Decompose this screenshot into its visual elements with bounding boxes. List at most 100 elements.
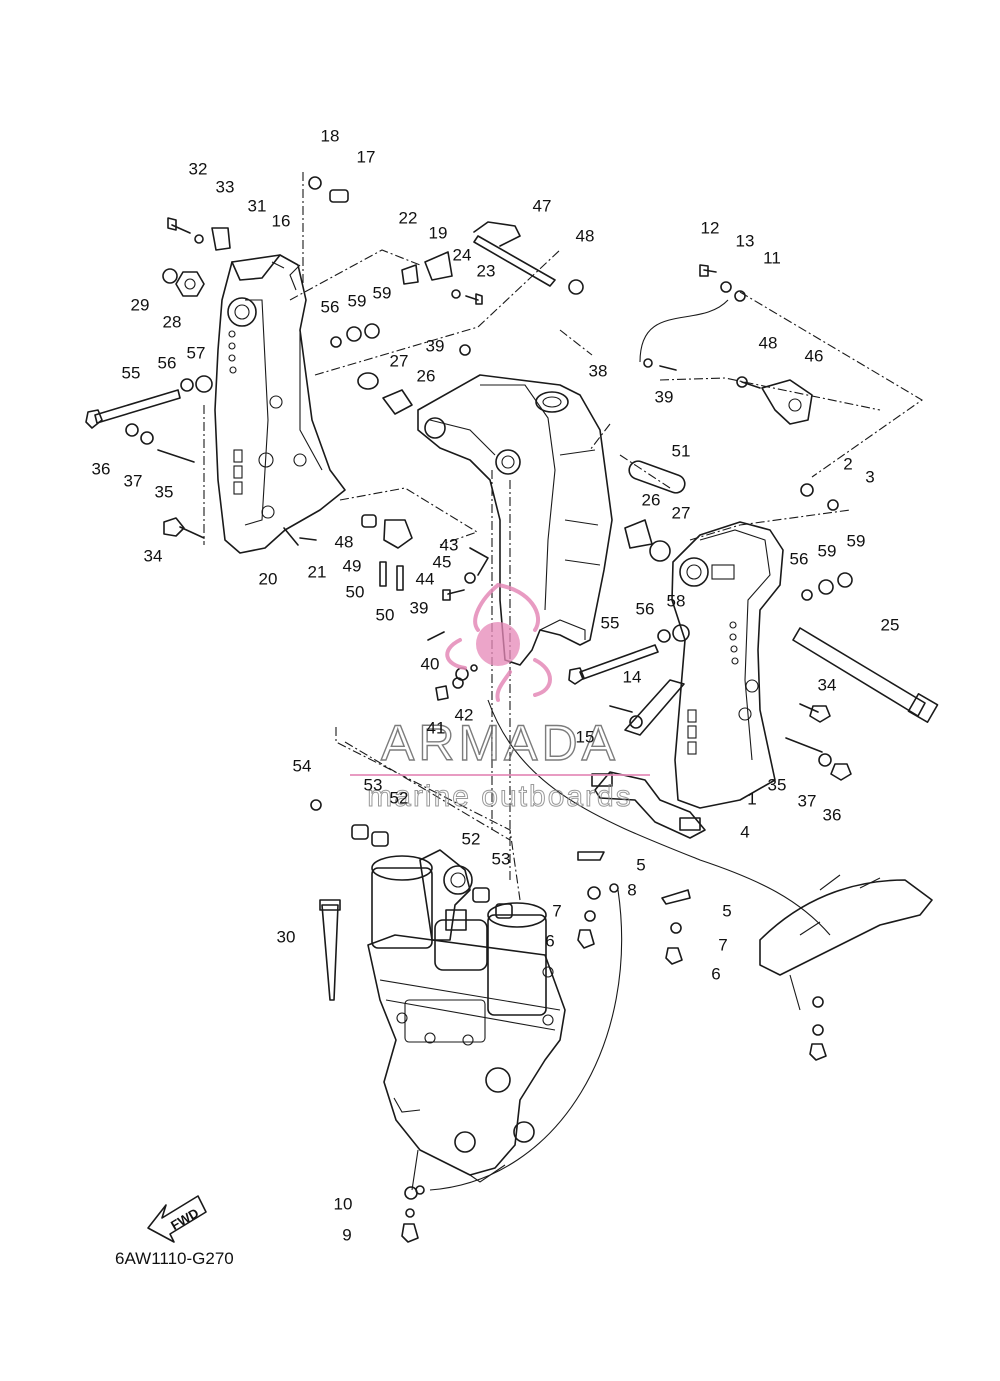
callout-31: 31 (248, 196, 267, 215)
shafts-and-rods (85, 221, 939, 1001)
callout-59: 59 (348, 291, 367, 310)
callout-34: 34 (144, 546, 163, 565)
callout-52: 52 (462, 829, 481, 848)
callout-38: 38 (589, 361, 608, 380)
callout-56: 56 (790, 549, 809, 568)
watermark-logo-mark (445, 583, 552, 702)
watermark: ARMADA marine outboards (350, 583, 650, 814)
callout-5: 5 (636, 855, 645, 874)
callout-13: 13 (736, 231, 755, 250)
callout-58: 58 (667, 591, 686, 610)
small-hardware (125, 176, 853, 1243)
callout-9: 9 (342, 1225, 351, 1244)
callout-37: 37 (798, 791, 817, 810)
callout-34: 34 (818, 675, 837, 694)
callout-10: 10 (334, 1194, 353, 1213)
wire-harness (411, 299, 831, 1191)
callout-56: 56 (158, 353, 177, 372)
callout-6: 6 (545, 931, 554, 950)
callout-24: 24 (453, 245, 472, 264)
right-clamp-bracket (671, 521, 784, 809)
callout-49: 49 (343, 556, 362, 575)
watermark-brand: ARMADA (381, 715, 619, 771)
callout-37: 37 (124, 471, 143, 490)
callout-57: 57 (187, 343, 206, 362)
callout-54: 54 (293, 756, 312, 775)
callout-3: 3 (865, 467, 874, 486)
callout-29: 29 (131, 295, 150, 314)
callout-53: 53 (364, 775, 383, 794)
callout-21: 21 (308, 562, 327, 581)
callout-59: 59 (818, 541, 837, 560)
callout-39: 39 (655, 387, 674, 406)
swivel-bracket (417, 374, 613, 666)
callout-59: 59 (847, 531, 866, 550)
callout-11: 11 (763, 248, 781, 267)
diagram-code: 6AW1110-G270 (115, 1249, 234, 1268)
callout-22: 22 (399, 208, 418, 227)
callout-36: 36 (823, 805, 842, 824)
callout-19: 19 (429, 223, 448, 242)
callout-8: 8 (627, 880, 636, 899)
callout-32: 32 (189, 159, 208, 178)
callout-6: 6 (711, 964, 720, 983)
callout-26: 26 (642, 490, 661, 509)
callout-7: 7 (718, 935, 727, 954)
callout-26: 26 (417, 366, 436, 385)
callout-45: 45 (433, 552, 452, 571)
callout-46: 46 (805, 346, 824, 365)
callout-25: 25 (881, 615, 900, 634)
callout-5: 5 (722, 901, 731, 920)
callout-20: 20 (259, 569, 278, 588)
callout-28: 28 (163, 312, 182, 331)
callout-55: 55 (601, 613, 620, 632)
callout-33: 33 (216, 177, 235, 196)
callout-40: 40 (421, 654, 440, 673)
callout-48: 48 (576, 226, 595, 245)
callout-48: 48 (335, 532, 354, 551)
callout-56: 56 (636, 599, 655, 618)
callout-16: 16 (272, 211, 291, 230)
callout-17: 17 (357, 147, 376, 166)
callout-18: 18 (321, 126, 340, 145)
callout-30: 30 (277, 927, 296, 946)
callout-53: 53 (492, 849, 511, 868)
watermark-tagline: marine outboards (367, 780, 632, 813)
callout-44: 44 (416, 569, 435, 588)
callout-39: 39 (426, 336, 445, 355)
callout-35: 35 (155, 482, 174, 501)
callout-12: 12 (701, 218, 720, 237)
power-trim-tilt-unit (367, 849, 566, 1183)
callout-1: 1 (747, 789, 756, 808)
callout-35: 35 (768, 775, 787, 794)
forward-direction-arrow: FWD (147, 1195, 207, 1243)
callout-56: 56 (321, 297, 340, 316)
callout-41: 41 (427, 718, 446, 737)
callout-43: 43 (440, 535, 459, 554)
fwd-label: FWD (168, 1205, 201, 1233)
callout-14: 14 (623, 667, 642, 686)
callout-27: 27 (672, 503, 691, 522)
callout-51: 51 (672, 441, 691, 460)
callout-48: 48 (759, 333, 778, 352)
callout-15: 15 (576, 727, 595, 746)
callout-55: 55 (122, 363, 141, 382)
callout-36: 36 (92, 459, 111, 478)
callout-27: 27 (390, 351, 409, 370)
callout-42: 42 (455, 705, 474, 724)
callout-59: 59 (373, 283, 392, 302)
callout-7: 7 (552, 901, 561, 920)
callout-52: 52 (390, 788, 409, 807)
callout-47: 47 (533, 196, 552, 215)
lower-cowling-fragment (759, 874, 933, 1061)
callout-50: 50 (376, 605, 395, 624)
callout-4: 4 (740, 822, 749, 841)
callout-2: 2 (843, 454, 852, 473)
callout-39: 39 (410, 598, 429, 617)
callout-23: 23 (477, 261, 496, 280)
left-clamp-bracket (214, 254, 346, 554)
callout-50: 50 (346, 582, 365, 601)
